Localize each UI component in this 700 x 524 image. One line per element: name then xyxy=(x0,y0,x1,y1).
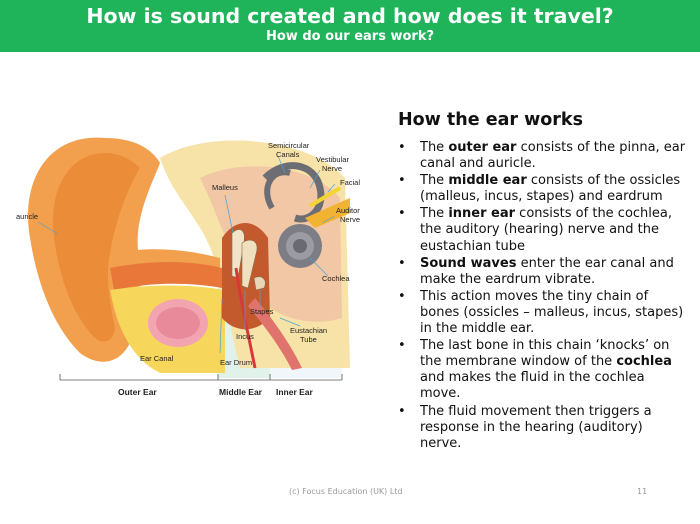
eustachian-tube-shape xyxy=(248,298,302,370)
label-eustachian-tube-2: Tube xyxy=(300,335,317,344)
list-item: The last bone in this chain ‘knocks’ on … xyxy=(398,338,688,402)
label-vestibular-nerve-2: Nerve xyxy=(322,164,342,173)
ear-canal-shape xyxy=(110,262,222,290)
label-ear-drum: Ear Drum xyxy=(220,358,252,367)
section-middle-ear: Middle Ear xyxy=(219,387,263,397)
page-number: 11 xyxy=(637,487,648,496)
content-heading: How the ear works xyxy=(398,110,583,130)
label-cochlea: Cochlea xyxy=(322,274,350,283)
label-facial-nerve: Facial Nerve xyxy=(340,178,360,187)
slide-title: How is sound created and how does it tra… xyxy=(86,4,614,28)
incus-shape xyxy=(241,239,258,289)
list-item: The outer ear consists of the pinna, ear… xyxy=(398,140,688,172)
list-item: Sound waves enter the ear canal and make… xyxy=(398,256,688,288)
copyright-text: (c) Focus Education (UK) Ltd xyxy=(289,487,403,496)
label-incus: Incus xyxy=(236,332,254,341)
label-malleus: Malleus xyxy=(212,183,238,192)
stapes-shape xyxy=(253,276,266,291)
label-eustachian-tube-1: Eustachian xyxy=(290,326,327,335)
label-vestibular-nerve-1: Vestibular xyxy=(316,155,349,164)
label-semicircular-canals-1: Semicircular xyxy=(268,141,310,150)
list-item: The middle ear consists of the ossicles … xyxy=(398,173,688,205)
list-item: This action moves the tiny chain of bone… xyxy=(398,289,688,337)
section-outer-ear: Outer Ear xyxy=(118,387,157,397)
malleus-shape xyxy=(231,229,245,279)
slide-header: How is sound created and how does it tra… xyxy=(0,0,700,52)
label-stapes: Stapes xyxy=(250,307,274,316)
label-semicircular-canals-2: Canals xyxy=(276,150,300,159)
label-auditory-nerve-1: Auditory xyxy=(336,206,360,215)
section-inner-ear: Inner Ear xyxy=(276,387,314,397)
label-auricle: auricle xyxy=(16,212,38,221)
explanation-list: The outer ear consists of the pinna, ear… xyxy=(398,140,688,452)
explanation-panel: How the ear works The outer ear consists… xyxy=(398,110,688,453)
ear-diagram: Semicircular Canals Vestibular Nerve Fac… xyxy=(16,137,360,397)
label-ear-canal: Ear Canal xyxy=(140,354,174,363)
list-item: The inner ear consists of the cochlea, t… xyxy=(398,206,688,254)
list-item: The fluid movement then triggers a respo… xyxy=(398,404,688,452)
slide-subtitle: How do our ears work? xyxy=(265,29,435,44)
label-auditory-nerve-2: Nerve xyxy=(340,215,360,224)
